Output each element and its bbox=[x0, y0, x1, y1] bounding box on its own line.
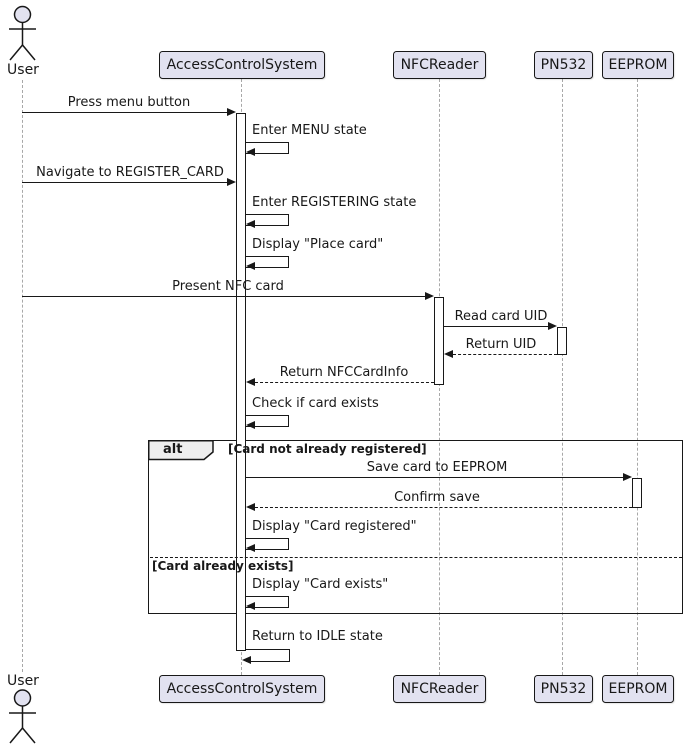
actor-user-top-label: User bbox=[7, 62, 39, 78]
message-enter-menu-label: Enter MENU state bbox=[252, 123, 367, 138]
message-display-registered-loop bbox=[246, 538, 289, 550]
arrowhead-left-icon bbox=[246, 602, 255, 610]
message-display-exists-label: Display "Card exists" bbox=[252, 577, 389, 592]
arrowhead-left-icon bbox=[246, 262, 255, 270]
participant-pn532-top: PN532 bbox=[534, 51, 593, 79]
actor-icon bbox=[9, 5, 36, 61]
message-return-uid-label: Return UID bbox=[465, 337, 537, 352]
alt-guard-exists: [Card already exists] bbox=[152, 559, 294, 573]
message-enter-registering-loop bbox=[246, 214, 289, 226]
message-return-idle-label: Return to IDLE state bbox=[252, 629, 383, 644]
arrowhead-left-icon bbox=[246, 503, 255, 511]
activation-accesscontrolsystem bbox=[236, 113, 246, 651]
message-present-nfc-line bbox=[22, 296, 425, 297]
message-confirm-save-line bbox=[255, 507, 632, 508]
message-navigate-register-line bbox=[22, 182, 227, 183]
alt-fragment-frame bbox=[148, 440, 683, 614]
message-save-card-label: Save card to EEPROM bbox=[366, 460, 508, 475]
participant-accesscontrolsystem-bottom: AccessControlSystem bbox=[159, 675, 325, 703]
participant-nfcreader-top: NFCReader bbox=[393, 51, 486, 79]
message-display-exists-loop bbox=[246, 596, 289, 608]
message-return-idle-loop bbox=[246, 649, 290, 662]
participant-pn532-bottom: PN532 bbox=[534, 675, 593, 703]
message-return-uid-line bbox=[453, 354, 557, 355]
message-present-nfc-label: Present NFC card bbox=[172, 279, 284, 294]
lifeline-user bbox=[22, 80, 23, 672]
arrowhead-left-icon bbox=[242, 656, 251, 664]
activation-pn532 bbox=[557, 327, 567, 355]
message-enter-registering-label: Enter REGISTERING state bbox=[252, 195, 417, 210]
message-save-card-line bbox=[246, 477, 623, 478]
message-return-cardinfo-line bbox=[255, 382, 434, 383]
arrowhead-left-icon bbox=[246, 544, 255, 552]
message-display-registered-label: Display "Card registered" bbox=[252, 519, 417, 534]
message-read-uid-line bbox=[444, 326, 548, 327]
arrowhead-left-icon bbox=[444, 350, 453, 358]
arrowhead-right-icon bbox=[425, 292, 434, 300]
arrowhead-left-icon bbox=[246, 378, 255, 386]
alt-pentagon-icon bbox=[148, 440, 214, 461]
arrowhead-right-icon bbox=[227, 178, 236, 186]
arrowhead-left-icon bbox=[246, 220, 255, 228]
message-check-exists-label: Check if card exists bbox=[252, 396, 379, 411]
alt-guard-registered: [Card not already registered] bbox=[228, 442, 427, 456]
alt-operator-label: alt bbox=[163, 442, 183, 457]
message-press-menu-line bbox=[22, 112, 227, 113]
arrowhead-right-icon bbox=[548, 322, 557, 330]
arrowhead-left-icon bbox=[246, 421, 255, 429]
message-confirm-save-label: Confirm save bbox=[394, 490, 480, 505]
participant-eeprom-top: EEPROM bbox=[602, 51, 674, 79]
participant-nfcreader-bottom: NFCReader bbox=[393, 675, 486, 703]
arrowhead-right-icon bbox=[623, 473, 632, 481]
actor-icon bbox=[9, 689, 36, 744]
lifeline-eeprom bbox=[637, 79, 638, 675]
actor-user-bottom-label: User bbox=[7, 673, 39, 689]
lifeline-pn532 bbox=[562, 79, 563, 675]
participant-eeprom-bottom: EEPROM bbox=[602, 675, 674, 703]
arrowhead-left-icon bbox=[246, 148, 255, 156]
message-display-place-card-label: Display "Place card" bbox=[252, 237, 384, 252]
message-enter-menu-loop bbox=[246, 142, 289, 154]
message-display-place-card-loop bbox=[246, 256, 289, 268]
participant-accesscontrolsystem-top: AccessControlSystem bbox=[159, 51, 325, 79]
message-press-menu-label: Press menu button bbox=[67, 95, 191, 110]
activation-eeprom bbox=[632, 478, 642, 508]
message-navigate-register-label: Navigate to REGISTER_CARD bbox=[36, 165, 224, 180]
alt-else-divider bbox=[150, 557, 682, 558]
message-return-cardinfo-label: Return NFCCardInfo bbox=[279, 365, 409, 380]
message-read-uid-label: Read card UID bbox=[454, 309, 548, 324]
arrowhead-right-icon bbox=[227, 108, 236, 116]
activation-nfcreader bbox=[434, 297, 444, 385]
message-check-exists-loop bbox=[246, 415, 289, 427]
